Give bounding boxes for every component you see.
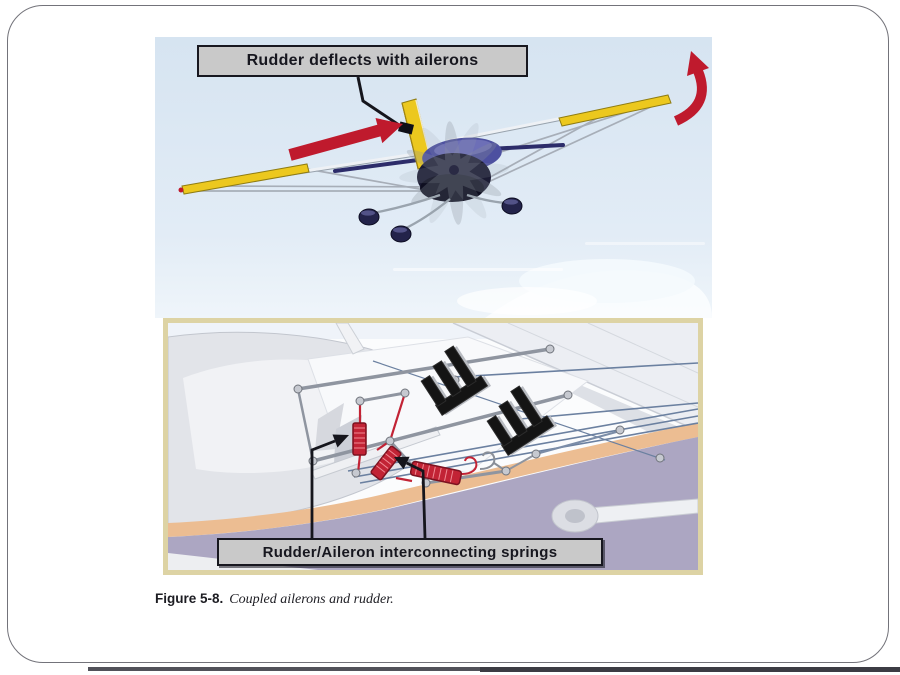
pointer-arrow-right-icon [394, 456, 427, 539]
springs-label-text: Rudder/Aileron interconnecting springs [262, 543, 558, 561]
rudder-label-text: Rudder deflects with ailerons [246, 52, 479, 69]
right-aileron [558, 94, 672, 127]
fuselage-belly [168, 437, 698, 570]
interconnect-canvas [168, 323, 698, 570]
spring-hook-gray [479, 451, 496, 470]
spring-left [352, 422, 367, 456]
landing-gear [358, 193, 523, 243]
left-aileron [181, 163, 310, 195]
spring-hook-red [461, 456, 478, 475]
wheels [358, 197, 523, 243]
springs-label-box: Rudder/Aileron interconnecting springs [217, 538, 603, 566]
bottom-edge-line-dark [480, 667, 900, 672]
rudder-pedals-icon [420, 345, 558, 456]
fuselage [417, 137, 502, 202]
airplane-illustration-canvas [155, 37, 712, 318]
figure-caption: Figure 5-8. Coupled ailerons and rudder. [155, 591, 394, 608]
left-wingtip-marker [178, 187, 184, 193]
airplane-roll-illustration: Rudder deflects with ailerons [155, 37, 712, 318]
spring-middle [370, 445, 402, 481]
wing-strut-hub [551, 498, 698, 533]
interconnect-illustration: Rudder/Aileron interconnecting springs [163, 318, 703, 575]
fuselage-stripe [168, 423, 698, 537]
interconnect-springs [352, 392, 507, 486]
cloud-shapes [393, 242, 712, 318]
figure-caption-text: Coupled ailerons and rudder. [229, 592, 394, 607]
upper-strut [335, 323, 365, 355]
figure-number: Figure 5-8. [155, 591, 224, 606]
rudder-label-box: Rudder deflects with ailerons [197, 45, 528, 77]
spring-horizontal [409, 460, 463, 486]
pointer-arrow-left-icon [310, 434, 349, 538]
rudder-deflection-arrow-icon [288, 118, 403, 161]
roll-direction-arrow-icon [673, 51, 709, 126]
